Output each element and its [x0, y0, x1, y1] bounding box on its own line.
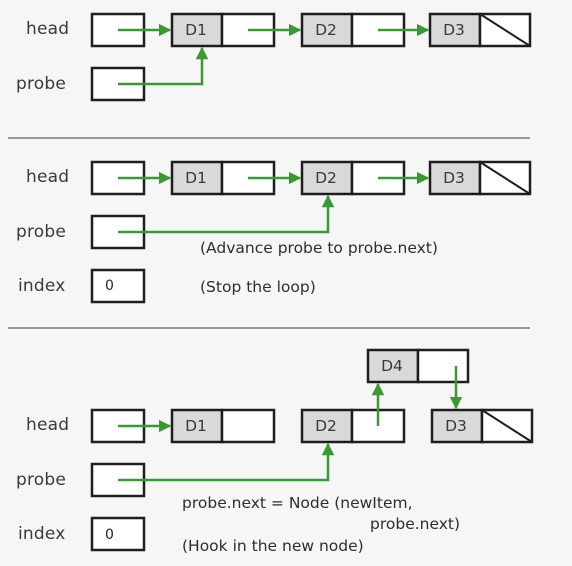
arrow-probe-to-d1: [118, 46, 209, 86]
node-d1-next: [220, 408, 276, 444]
node-d3-data: [428, 12, 482, 48]
hook-node-note: (Hook in the new node): [182, 537, 364, 555]
probe-label: probe: [16, 222, 67, 242]
panel-1: [90, 12, 532, 102]
index-label: index: [18, 276, 66, 296]
head-label: head: [26, 167, 70, 187]
node-d2-label: D2: [315, 417, 337, 435]
node-d2-label: D2: [315, 21, 337, 39]
node-d3-data: [428, 160, 482, 196]
arrow-probe-to-d2: [118, 194, 335, 234]
node-d4-next: [416, 348, 470, 384]
head-label: head: [26, 415, 70, 435]
node-d1-label: D1: [185, 417, 207, 435]
index-value: 0: [105, 278, 114, 294]
index-value: 0: [105, 527, 114, 543]
node-d1-label: D1: [185, 169, 207, 187]
node-d3-label: D3: [443, 21, 465, 39]
null-slash: [479, 13, 531, 47]
node-d4-label: D4: [381, 357, 403, 375]
stop-loop-note: (Stop the loop): [200, 278, 316, 296]
code-line-2: probe.next): [370, 515, 461, 533]
node-d3-label: D3: [445, 417, 467, 435]
index-label: index: [18, 524, 66, 544]
head-label: head: [26, 19, 70, 39]
node-d1-label: D1: [185, 21, 207, 39]
probe-label: probe: [16, 74, 67, 94]
node-d1-data: [170, 12, 224, 48]
panel-3: [90, 348, 534, 552]
code-line-1: probe.next = Node (newItem,: [182, 494, 413, 512]
arrow-probe-to-d2: [118, 442, 335, 482]
advance-probe-note: (Advance probe to probe.next): [200, 239, 438, 257]
node-d3-label: D3: [443, 169, 465, 187]
index-box: [90, 268, 146, 304]
null-slash: [479, 161, 531, 195]
node-d2-label: D2: [315, 169, 337, 187]
probe-label: probe: [16, 470, 67, 490]
panel-2: [90, 160, 532, 304]
null-slash: [481, 409, 533, 443]
index-box: [90, 516, 146, 552]
